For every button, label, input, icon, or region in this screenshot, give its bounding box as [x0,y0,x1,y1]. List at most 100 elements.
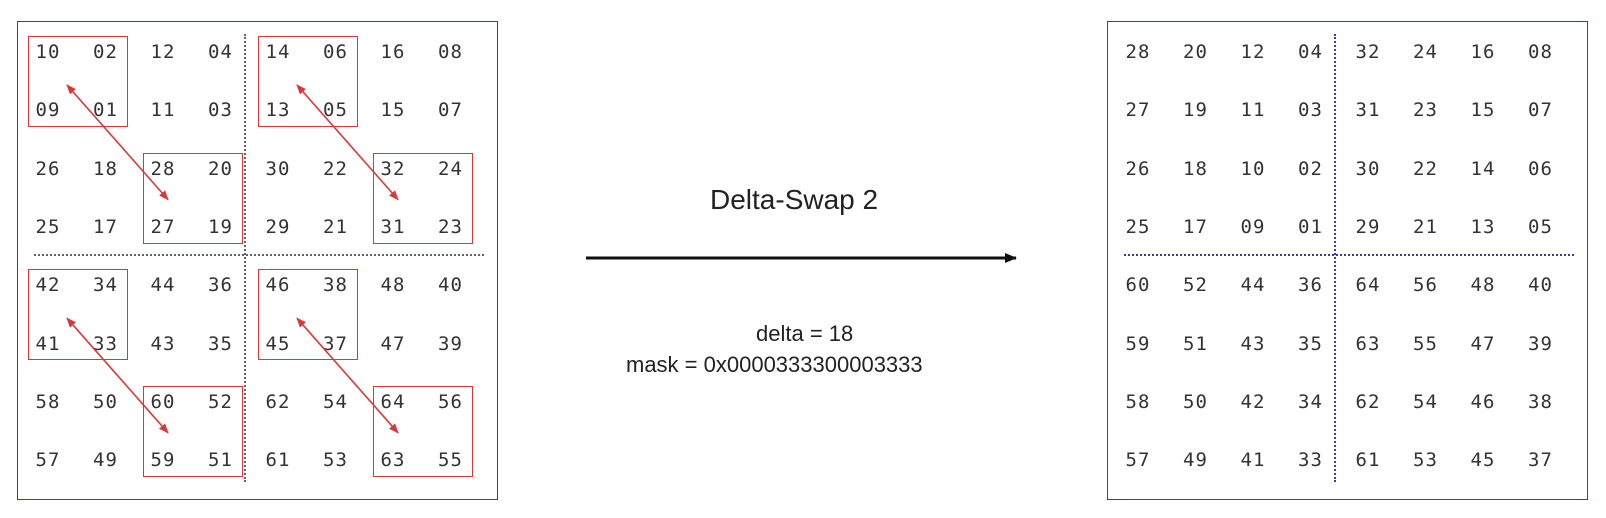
result-matrix-cell: 19 [1183,99,1208,122]
result-matrix-cell: 13 [1470,215,1496,238]
source-matrix-cell: 29 [265,215,291,238]
source-matrix-cell: 38 [323,274,348,297]
source-matrix-cell: 14 [265,41,291,63]
result-matrix-cell: 62 [1355,390,1381,413]
result-matrix-cell: 07 [1528,99,1553,122]
result-matrix-cell: 40 [1528,274,1553,297]
result-matrix-cell: 50 [1183,390,1208,413]
source-matrix-cell: 41 [35,332,61,355]
result-matrix-cell: 31 [1355,99,1381,122]
source-matrix-cell: 16 [380,41,406,63]
source-matrix-cell: 35 [208,332,233,355]
swap-source-block [258,36,358,127]
result-matrix-cell: 60 [1125,274,1151,297]
result-matrix-cell: 18 [1183,157,1208,180]
result-matrix-cell: 57 [1125,449,1151,472]
source-matrix-cell: 42 [35,274,61,297]
result-matrix-cell: 03 [1298,99,1323,122]
result-matrix-cell: 27 [1125,99,1151,122]
source-matrix-cell: 55 [438,449,463,472]
source-matrix-cell: 51 [208,449,233,472]
delta-value-label: delta = 18 [756,321,854,346]
source-matrix-cell: 47 [380,332,406,355]
result-matrix-cell: 29 [1355,215,1381,238]
source-horizontal-divider [34,254,484,256]
source-matrix-cell: 07 [438,99,463,122]
result-matrix-cell: 51 [1183,332,1208,355]
source-matrix-cell: 39 [438,332,463,355]
source-matrix-cell: 12 [150,41,176,63]
result-matrix-cell: 09 [1240,215,1266,238]
result-matrix-cell: 30 [1355,157,1381,180]
swap-target-block [143,152,243,244]
result-matrix-cell: 56 [1413,274,1438,297]
source-vertical-divider [244,34,246,482]
result-matrix-cell: 01 [1298,215,1323,238]
source-matrix-cell: 31 [380,215,406,238]
swap-target-block [143,385,243,477]
result-matrix-cell: 61 [1355,449,1381,472]
source-matrix-cell: 40 [438,274,463,297]
source-matrix-cell: 61 [265,449,291,472]
result-matrix-cell: 08 [1528,41,1553,63]
source-matrix-cell: 54 [323,390,348,413]
result-matrix-cell: 28 [1125,41,1151,63]
result-matrix-cell: 05 [1528,215,1553,238]
result-matrix-cell: 47 [1470,332,1496,355]
result-matrix-cell: 33 [1298,449,1323,472]
swap-source-block [28,36,128,127]
source-matrix-cell: 30 [265,157,291,180]
result-matrix-cell: 32 [1355,41,1381,63]
swap-source-block [258,269,358,361]
result-matrix-cell: 44 [1240,274,1266,297]
source-matrix-cell: 24 [438,157,463,180]
source-matrix-cell: 59 [150,449,176,472]
result-matrix-cell: 38 [1528,390,1553,413]
source-matrix-cell: 11 [150,99,176,122]
result-matrix-cell: 04 [1298,41,1323,63]
source-matrix-cell: 18 [93,157,118,180]
source-matrix-cell: 23 [438,215,463,238]
result-matrix-cell: 64 [1355,274,1381,297]
source-matrix-cell: 21 [323,215,348,238]
source-matrix-cell: 49 [93,449,118,472]
source-matrix-cell: 04 [208,41,233,63]
source-matrix-cell: 03 [208,99,233,122]
result-matrix-cell: 26 [1125,157,1151,180]
result-matrix-cell: 52 [1183,274,1208,297]
result-matrix-cell: 17 [1183,215,1208,238]
result-matrix-cell: 22 [1413,157,1438,180]
source-matrix-cell: 20 [208,157,233,180]
source-matrix-cell: 48 [380,274,406,297]
swap-target-block [373,385,473,477]
result-matrix-cell: 15 [1470,99,1496,122]
source-matrix-cell: 44 [150,274,176,297]
result-matrix-cell: 10 [1240,157,1266,180]
result-matrix-cell: 34 [1298,390,1323,413]
mask-value-label: mask = 0x0000333300003333 [626,352,923,377]
result-matrix-cell: 36 [1298,274,1323,297]
result-matrix-cell: 16 [1470,41,1496,63]
result-matrix-cell: 25 [1125,215,1151,238]
swap-source-block [28,269,128,361]
source-matrix-cell: 19 [208,215,233,238]
result-matrix-cell: 11 [1240,99,1266,122]
result-matrix-cell: 54 [1413,390,1438,413]
result-matrix-cell: 06 [1528,157,1553,180]
source-matrix-cell: 58 [35,390,61,413]
result-matrix-cell: 12 [1240,41,1266,63]
result-matrix-cell: 39 [1528,332,1553,355]
result-matrix-cell: 46 [1470,390,1496,413]
result-matrix-cell: 14 [1470,157,1496,180]
result-matrix-cell: 41 [1240,449,1266,472]
result-matrix-cell: 20 [1183,41,1208,63]
result-matrix-cell: 49 [1183,449,1208,472]
source-matrix-cell: 17 [93,215,118,238]
result-matrix-cell: 53 [1413,449,1438,472]
source-matrix-cell: 36 [208,274,233,297]
result-matrix-cell: 59 [1125,332,1151,355]
source-matrix-cell: 06 [323,41,348,63]
